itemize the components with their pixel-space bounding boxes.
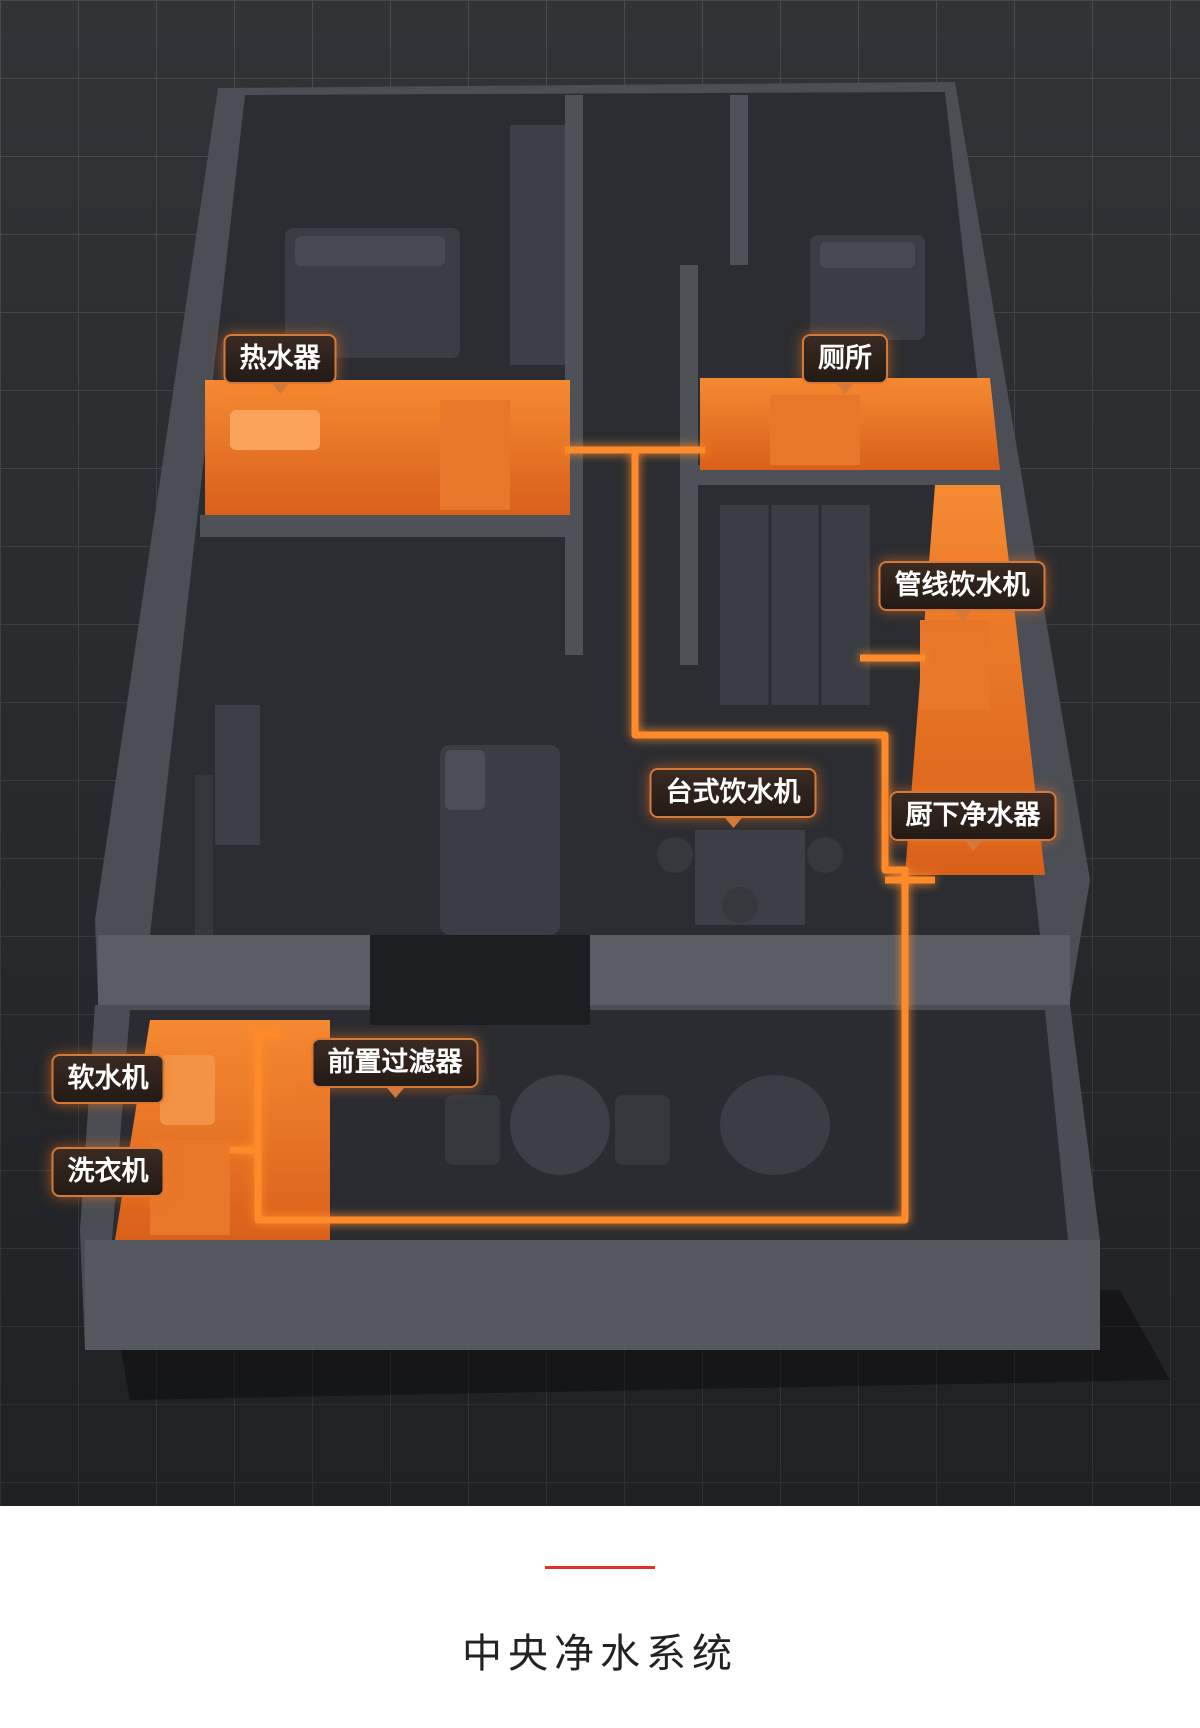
- label-water-heater: 热水器: [223, 334, 337, 394]
- label-washing-machine: 洗衣机: [51, 1147, 165, 1197]
- floorplan-illustration: 热水器 厕所 管线饮水机 台式饮水机 厨下净水器 软水机 前置过滤器 洗衣机: [0, 0, 1200, 1506]
- page-title: 中央净水系统: [462, 1631, 738, 1677]
- label-water-softener: 软水机: [51, 1054, 165, 1104]
- water-pipe-network: [230, 446, 935, 1224]
- wall-bedroom1-bottom: [200, 515, 580, 537]
- footer: 中央净水系统: [0, 1506, 1200, 1728]
- label-pre-filter: 前置过滤器: [311, 1038, 479, 1098]
- potted-plant: [720, 1075, 830, 1175]
- wall-hall-right: [730, 95, 748, 265]
- label-pipeline-dispenser: 管线饮水机: [878, 561, 1046, 621]
- balcony-table: [510, 1075, 610, 1175]
- label-toilet: 厕所: [802, 334, 888, 394]
- accent-divider: [545, 1566, 655, 1569]
- label-under-sink-purifier: 厨下净水器: [889, 791, 1057, 851]
- label-countertop-dispenser: 台式饮水机: [649, 768, 817, 828]
- kitchen-cabinets: [720, 505, 870, 705]
- floorplan-drawing: [0, 0, 1200, 1506]
- wall-bedroom1-right: [565, 95, 583, 655]
